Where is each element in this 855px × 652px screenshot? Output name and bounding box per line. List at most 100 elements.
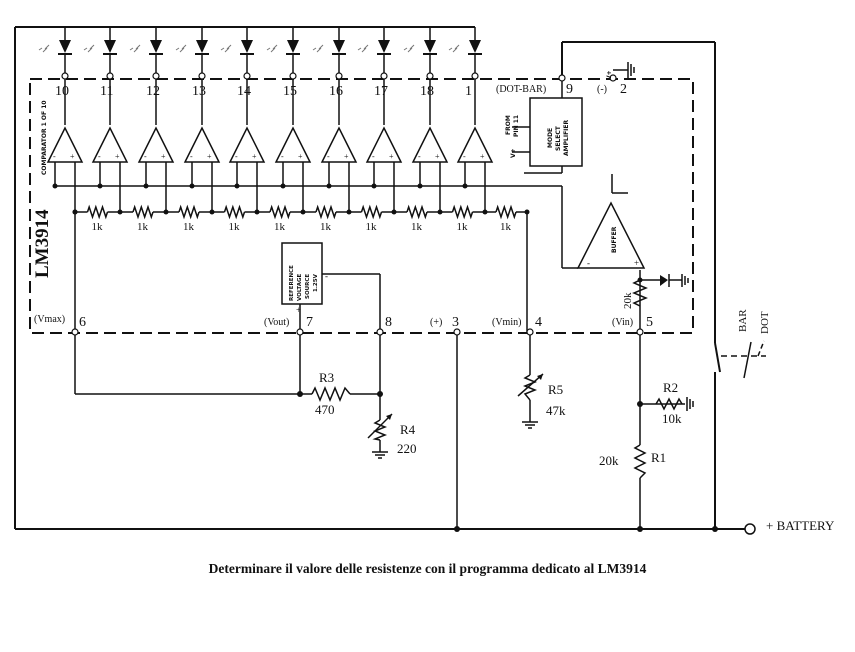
ground-icon: [372, 451, 388, 459]
ladder-resistor-label: 1k: [320, 221, 332, 233]
led-pin-12: 12: [146, 84, 160, 99]
vmin-label: (Vmin): [492, 317, 521, 328]
pin-9: 9: [566, 82, 573, 97]
light-rays-icon: [403, 44, 415, 53]
led-diode: [150, 40, 162, 53]
light-rays-icon: [448, 44, 460, 53]
internal-resistor-20k: [632, 279, 648, 307]
r1-value: 20k: [599, 453, 619, 468]
ladder-resistor-label: 1k: [500, 221, 512, 233]
pin-circle: [289, 72, 297, 80]
r3-value: 470: [315, 402, 335, 417]
ladder-resistor-label: 1k: [92, 221, 104, 233]
mode-line-2: SELECT: [555, 125, 562, 151]
potentiometer-r5: [522, 374, 538, 401]
comparator-label: COMPARATOR 1 OF 10: [41, 100, 48, 175]
led-diode: [424, 40, 436, 53]
svg-text:-: -: [327, 152, 330, 161]
reference-line-2: VOLTAGE: [297, 273, 303, 301]
light-rays-icon: [129, 44, 141, 53]
led-pin-15: 15: [283, 84, 297, 99]
resistor-r3: [311, 386, 351, 402]
internal-20k-label: 20k: [622, 292, 634, 309]
svg-text:-: -: [463, 152, 466, 161]
pin-circle: [106, 72, 114, 80]
ground-icon: [522, 421, 538, 429]
light-rays-icon: [175, 44, 187, 53]
ladder-resistor: [495, 204, 517, 220]
reference-source-box: [281, 242, 323, 305]
switch-dot-contact: [743, 341, 752, 379]
mode-vplus: V+: [510, 148, 517, 158]
r2-name: R2: [663, 380, 678, 395]
light-rays-icon: [38, 44, 50, 53]
led-diode: [59, 40, 71, 53]
r4-value: 220: [397, 441, 417, 456]
vout-label: (Vout): [264, 317, 289, 328]
svg-text:+: +: [435, 152, 440, 161]
led-diode: [333, 40, 345, 53]
caption: Determinare il valore delle resistenze c…: [208, 561, 647, 576]
led-diode: [469, 40, 481, 53]
reference-plus: +: [296, 305, 301, 315]
svg-text:-: -: [235, 152, 238, 161]
svg-text:+: +: [161, 152, 166, 161]
chip-boundary: [29, 78, 694, 334]
pin-circle: [243, 72, 251, 80]
ground-icon: [686, 397, 694, 411]
buffer-plus: +: [634, 258, 639, 268]
from-line-1: FROM: [505, 115, 512, 135]
svg-text:+: +: [344, 152, 349, 161]
led-diode: [287, 40, 299, 53]
mode-select-box: [529, 97, 583, 167]
comparator-amplifier: [365, 126, 403, 163]
light-rays-icon: [312, 44, 324, 53]
minus-label: (-): [597, 84, 607, 95]
ladder-resistor: [132, 204, 154, 220]
led-pin-11: 11: [100, 84, 113, 99]
pin-3: 3: [452, 315, 459, 330]
comparator-amplifier: [183, 126, 221, 163]
led-diode: [378, 40, 390, 53]
ladder-resistor-label: 1k: [411, 221, 423, 233]
ladder-resistor: [223, 204, 246, 220]
junction-dots: [72, 209, 718, 532]
comparator-amplifier: [274, 126, 312, 163]
comparator-amplifier: [137, 126, 175, 163]
plus-label: (+): [430, 317, 442, 328]
ladder-resistor-label: 1k: [366, 221, 378, 233]
svg-text:+: +: [70, 152, 75, 161]
ladder-resistor-label: 1k: [183, 221, 195, 233]
light-rays-icon: [220, 44, 232, 53]
led-pin-1: 1: [465, 84, 472, 99]
r5-name: R5: [548, 382, 563, 397]
mode-line-3: AMPLIFIER: [563, 120, 570, 156]
led-pin-18: 18: [420, 84, 434, 99]
ladder-resistor-label: 1k: [229, 221, 241, 233]
svg-text:+: +: [298, 152, 303, 161]
battery-label: + BATTERY: [766, 518, 835, 533]
ladder-resistor: [451, 204, 474, 220]
resistor-r2: [655, 397, 683, 411]
led-pin-14: 14: [237, 84, 251, 99]
buffer-amplifier: [576, 201, 646, 269]
svg-text:-: -: [53, 152, 56, 161]
vmax-label: (Vmax): [34, 314, 65, 325]
pin-4: 4: [535, 315, 542, 330]
comparator-amplifier: [456, 126, 494, 163]
led-pin-10: 10: [55, 84, 69, 99]
r3-name: R3: [319, 370, 334, 385]
vin-label: (Vin): [612, 317, 633, 328]
comparator-amplifier: [411, 126, 449, 163]
svg-text:-: -: [190, 152, 193, 161]
pin-5: 5: [646, 315, 653, 330]
svg-text:-: -: [418, 152, 421, 161]
comparator-amplifier: [320, 126, 358, 163]
r2-value: 10k: [662, 411, 682, 426]
ladder-resistor: [406, 204, 428, 220]
ladder-resistor: [315, 204, 337, 220]
light-rays-icon: [83, 44, 95, 53]
ground-icon: [613, 62, 635, 78]
reference-line-1: REFERENCE: [289, 265, 295, 301]
